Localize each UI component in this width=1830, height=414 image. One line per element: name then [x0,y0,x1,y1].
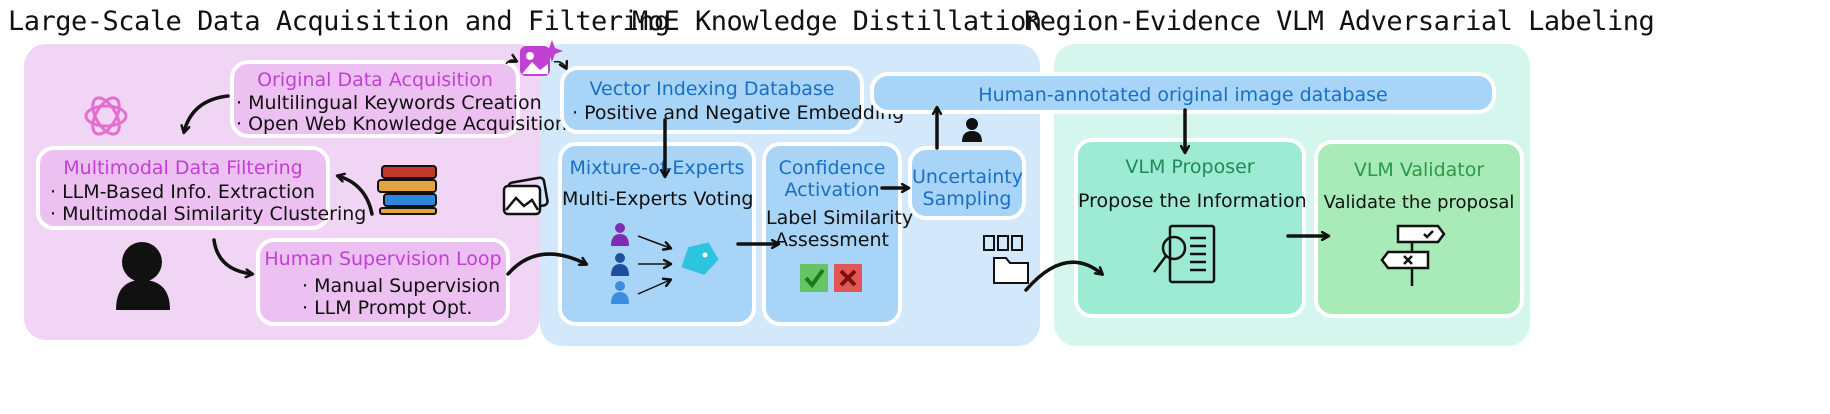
uncertainty-title-line1: Uncertainty [912,166,1024,188]
proposer-title: VLM Proposer [1125,156,1255,178]
moe-subtitle: Multi-Experts Voting [562,188,754,210]
openai-logo-icon [84,96,128,136]
section-title-labeling: Region-Evidence VLM Adversarial Labeling [1024,6,1655,37]
experts-icon [611,223,670,304]
original-data-item-2: · Open Web Knowledge Acquisition [236,113,567,135]
uncertainty-box: Uncertainty Sampling [908,146,1026,220]
validator-title: VLM Validator [1353,159,1485,181]
supervision-title: Human Supervision Loop [264,248,502,270]
section-title-acquisition: Large-Scale Data Acquisition and Filteri… [8,6,670,37]
section-title-distillation: MoE Knowledge Distillation [632,6,1042,37]
vector-db-item-1: · Positive and Negative Embedding [572,102,905,124]
image-gallery-icon [502,176,549,216]
check-icon [800,264,828,292]
original-data-box: Original Data Acquisition · Multilingual… [230,60,567,138]
original-data-item-1: · Multilingual Keywords Creation [236,92,542,114]
document-search-icon [1153,224,1216,284]
filtering-item-1: · LLM-Based Info. Extraction [50,181,315,203]
confidence-title-line2: Activation [784,179,880,201]
human-db-box: Human-annotated original image database [870,72,1496,114]
signpost-icon [1380,224,1446,286]
original-data-title: Original Data Acquisition [257,69,493,91]
human-db-title: Human-annotated original image database [978,84,1388,106]
filtering-title: Multimodal Data Filtering [63,157,303,179]
supervision-item-2: · LLM Prompt Opt. [302,297,473,319]
confidence-title-line1: Confidence [778,157,886,179]
ai-image-icon [505,40,566,76]
moe-box: Mixture-of-Experts Multi-Experts Voting [558,142,756,326]
tag-icon [681,242,719,275]
flow-arrows [184,94,1328,292]
small-person-icon [962,118,982,142]
filtering-item-2: · Multimodal Similarity Clustering [50,203,367,225]
proposer-box: VLM Proposer Propose the Information [1074,138,1307,318]
confidence-text-line2: Assessment [775,229,889,251]
confidence-box: Confidence Activation Label Similarity A… [762,142,914,326]
vector-db-title: Vector Indexing Database [589,78,835,100]
proposer-text: Propose the Information [1078,190,1307,212]
uncertainty-title-line2: Sampling [922,188,1012,210]
books-icon [377,165,437,215]
documents-folder-icon [983,235,1029,284]
cross-icon [834,264,862,292]
moe-title: Mixture-of-Experts [569,157,745,179]
filtering-box: Multimodal Data Filtering · LLM-Based In… [36,146,366,230]
supervision-box: Human Supervision Loop · Manual Supervis… [256,238,510,326]
supervision-item-1: · Manual Supervision [302,275,501,297]
validator-text: Validate the proposal [1323,192,1515,213]
confidence-text-line1: Label Similarity [766,207,914,229]
person-icon [116,242,170,310]
vector-db-box: Vector Indexing Database · Positive and … [560,66,904,134]
